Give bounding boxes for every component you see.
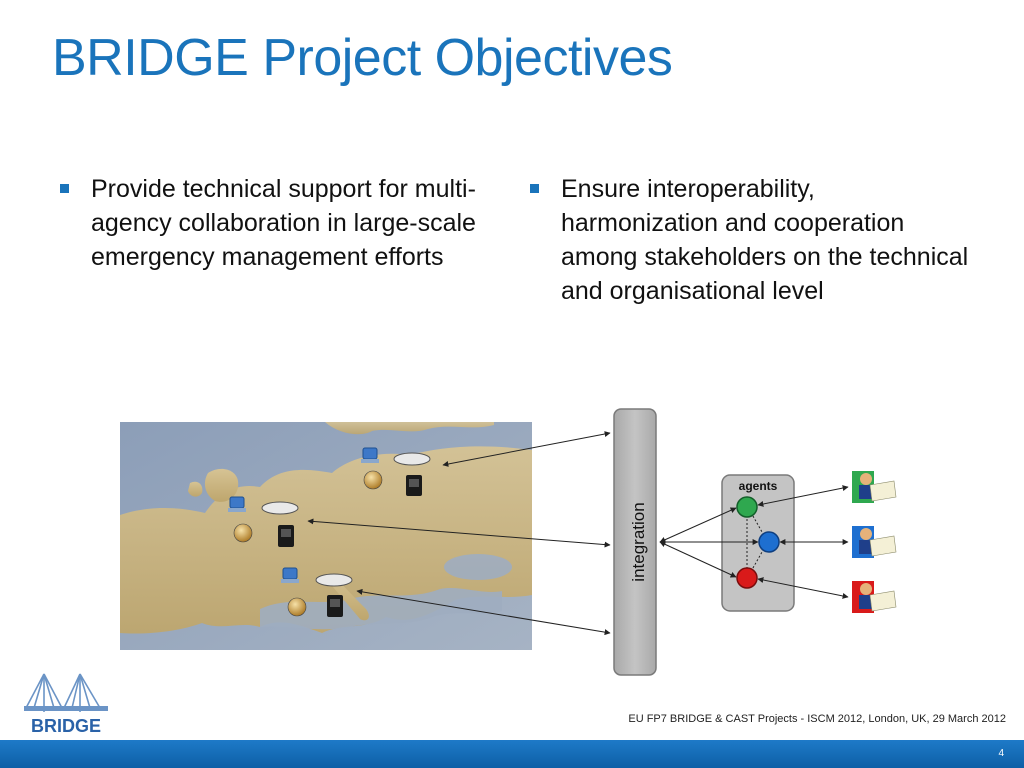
agency-node-icon: [361, 447, 431, 496]
bullet-text: Ensure interoperability, harmonization a…: [561, 175, 969, 305]
bullet-square-icon: [60, 184, 69, 193]
connection-arrow: [307, 518, 611, 548]
footer-text: EU FP7 BRIDGE & CAST Projects - ISCM 201…: [628, 713, 1006, 725]
agent-node-blue: [758, 531, 780, 553]
architecture-diagram: integration agents: [120, 408, 897, 676]
connection-arrow: [442, 431, 611, 467]
agents-box: [721, 474, 795, 612]
connection-arrow: [757, 577, 849, 599]
agency-node-icon: [281, 567, 353, 617]
page-number: 4: [998, 748, 1004, 759]
responder-green-icon: [852, 471, 897, 503]
bullet-text: Provide technical support for multi-agen…: [91, 175, 476, 271]
responder-red-icon: [852, 581, 897, 613]
responder-blue-icon: [852, 526, 897, 558]
footer-bar: 4: [0, 740, 1024, 768]
bullet-item: Provide technical support for multi-agen…: [60, 172, 530, 308]
connection-arrow: [356, 588, 611, 636]
slide-title: BRIDGE Project Objectives: [52, 29, 673, 87]
bullet-square-icon: [530, 184, 539, 193]
connection-arrow: [659, 541, 737, 578]
agency-node-icon: [228, 496, 299, 547]
europe-map-image: [120, 422, 532, 650]
connection-arrow: [659, 507, 737, 543]
bullet-list: Provide technical support for multi-agen…: [60, 172, 990, 308]
agent-node-red: [736, 567, 758, 589]
agent-node-green: [736, 496, 758, 518]
bridge-logo: BRIDGE: [24, 673, 108, 736]
connection-arrow: [757, 485, 849, 507]
bullet-item: Ensure interoperability, harmonization a…: [530, 172, 970, 308]
agents-label: agents: [739, 479, 778, 493]
logo-text: BRIDGE: [31, 716, 101, 736]
integration-layer: [613, 408, 657, 676]
integration-label: integration: [629, 502, 648, 581]
